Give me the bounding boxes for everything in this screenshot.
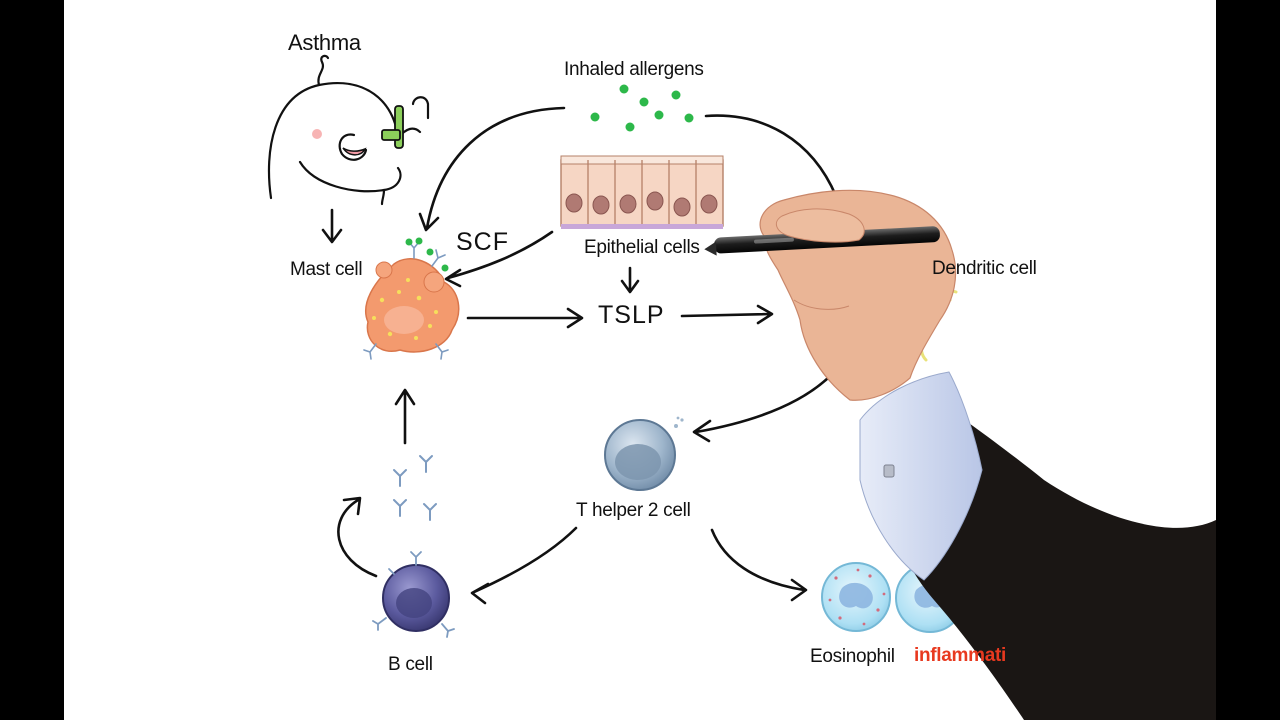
arrow-th2-to-eos: [710, 528, 808, 602]
arrow-asthma-to-mast: [321, 208, 343, 244]
arrow-epithelium-to-tslp: [620, 266, 640, 294]
diagram-drawing: [267, 54, 1216, 720]
label-t-helper-2-cell: T helper 2 cell: [576, 500, 691, 521]
asthma-patient-inhaler-icon: [267, 54, 430, 206]
b-cell-icon: [372, 551, 455, 638]
label-eosinophil: Eosinophil: [810, 646, 895, 667]
arrow-tslp-to-dendritic: [680, 304, 774, 325]
cheek-blush: [312, 129, 322, 139]
arrow-allergens-to-mast: [418, 106, 566, 232]
arrow-epithelium-to-mast: [444, 230, 554, 288]
label-asthma: Asthma: [288, 30, 361, 55]
label-tslp: TSLP: [598, 301, 665, 329]
label-b-cell: B cell: [388, 654, 433, 675]
mouth-tongue: [342, 147, 367, 156]
label-scf: SCF: [456, 228, 509, 256]
epithelium-icon: [560, 155, 724, 229]
label-inflammation: inflammati: [914, 645, 1007, 666]
th2-cell-icon: [604, 416, 684, 491]
antibody-icon: [393, 455, 437, 521]
diagram-canvas: Asthma Inhaled allergens SCF Mast cell E…: [64, 0, 1216, 720]
inhaler-mouthpiece: [381, 129, 401, 141]
arrows: [321, 106, 838, 605]
allergen-particles-icon: [590, 84, 694, 132]
hand-with-pen-icon: [704, 189, 1216, 720]
arrow-bcell-to-antibodies: [337, 496, 378, 578]
mast-cell-icon: [363, 237, 460, 360]
arrow-th2-to-bcell: [470, 526, 578, 605]
label-dendritic-cell: Dendritic cell: [932, 258, 1037, 279]
arrow-mast-to-tslp: [466, 307, 584, 329]
label-inhaled-allergens: Inhaled allergens: [564, 59, 704, 80]
label-epithelial-cells: Epithelial cells: [584, 237, 700, 258]
label-mast-cell: Mast cell: [290, 259, 363, 280]
arrow-dendritic-to-th2: [692, 376, 830, 443]
arrow-antibodies-to-mast: [394, 388, 416, 445]
arrow-allergens-to-dendritic: [704, 114, 838, 198]
inhaler-canister: [394, 105, 404, 149]
